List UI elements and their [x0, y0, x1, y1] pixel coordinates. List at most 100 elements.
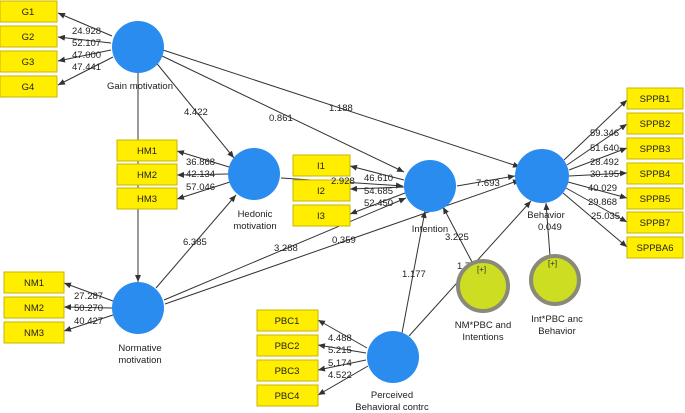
- construct-pbc[interactable]: [367, 331, 419, 383]
- coef-intpbc-behavior: 0.049: [538, 222, 562, 233]
- indicator-box-nm3[interactable]: [3, 321, 65, 344]
- path-coefficients: 4.422 0.861 1.188 2.928 6.385 3.288 0.35…: [183, 103, 562, 280]
- arrow-behavior-sppb4: [568, 170, 628, 177]
- label-pbc-line2: Behavioral contrc: [355, 402, 429, 413]
- indicator-box-nm1[interactable]: [3, 271, 65, 294]
- loading-nm3: 40.427: [74, 316, 103, 327]
- indicator-box-hm3[interactable]: [116, 187, 178, 210]
- indicator-nm2: NM2: [24, 303, 44, 314]
- loading-pbc1: 4.488: [328, 333, 352, 344]
- indicator-box-sppb5[interactable]: [626, 187, 684, 210]
- loading-nm2: 50.270: [74, 303, 103, 314]
- indicator-sppb7: SPPB7: [640, 218, 671, 229]
- arrow-hedonic-hm2: [176, 171, 229, 178]
- indicator-box-g3[interactable]: [0, 50, 58, 73]
- path-gain-hedonic: [153, 59, 235, 159]
- construct-int-pbc-interaction[interactable]: [529, 254, 581, 306]
- indicator-box-pbc3[interactable]: [256, 359, 319, 382]
- indicator-box-pbc4[interactable]: [256, 384, 319, 407]
- path-pbc-intention: [401, 210, 427, 334]
- indicator-box-sppb2[interactable]: [626, 112, 684, 135]
- indicator-sppb1: SPPB1: [640, 94, 671, 105]
- construct-nm-pbc-interaction[interactable]: [456, 259, 510, 313]
- indicator-box-hm2[interactable]: [116, 163, 178, 186]
- indicator-names: G1 G2 G3 G4 HM1 HM2 HM3 I1 I2 I3 NM1 NM2…: [22, 7, 674, 402]
- coef-gain-hedonic: 4.422: [184, 107, 208, 118]
- indicator-box-pbc1[interactable]: [256, 309, 319, 332]
- constructs: [112, 21, 581, 383]
- indicator-g2: G2: [22, 32, 35, 43]
- arrow-pbc-pbc1: [317, 319, 368, 349]
- indicator-i3: I3: [317, 211, 325, 222]
- loading-g2: 52.107: [72, 38, 101, 49]
- construct-behavior[interactable]: [515, 149, 569, 203]
- indicator-box-i3[interactable]: [292, 204, 351, 227]
- path-nmpbc-intention: [442, 206, 473, 263]
- arrow-behavior-sppb3: [568, 147, 628, 171]
- indicator-box-sppb1[interactable]: [626, 87, 684, 110]
- label-normative-line2: motivation: [118, 355, 161, 366]
- arrow-normative-nm2: [63, 304, 113, 311]
- path-normative-behavior: [164, 179, 521, 305]
- arrow-gain-g1: [57, 12, 113, 37]
- arrow-behavior-sppba6: [562, 192, 628, 248]
- intpbc-expand-badge[interactable]: [+]: [548, 259, 557, 268]
- label-behavior: Behavior: [527, 210, 565, 221]
- loading-g4: 47.441: [72, 62, 101, 73]
- indicator-box-sppba6[interactable]: [626, 236, 684, 259]
- loading-hm1: 36.868: [186, 157, 215, 168]
- indicator-box-sppb4[interactable]: [626, 162, 684, 185]
- indicator-box-g1[interactable]: [0, 0, 58, 23]
- arrow-behavior-sppb1: [563, 99, 628, 161]
- construct-gain-motivation[interactable]: [112, 21, 164, 73]
- indicator-box-nm2[interactable]: [3, 296, 65, 319]
- loading-sppb1: 59.346: [590, 128, 619, 139]
- arrow-normative-nm3: [63, 314, 114, 332]
- indicator-hm2: HM2: [137, 170, 157, 181]
- construct-hedonic-motivation[interactable]: [228, 148, 280, 200]
- label-hedonic-line1: Hedonic: [238, 209, 273, 220]
- coef-gain-intention: 0.861: [269, 113, 293, 124]
- structural-paths: [135, 49, 551, 337]
- loading-pbc4: 4.522: [328, 370, 352, 381]
- nmpbc-expand-badge[interactable]: [+]: [477, 265, 486, 274]
- indicator-pbc1: PBC1: [275, 316, 300, 327]
- indicator-box-sppb7[interactable]: [626, 211, 684, 234]
- indicator-box-g4[interactable]: [0, 75, 58, 98]
- indicator-g4: G4: [22, 82, 35, 93]
- path-intention-behavior: [456, 174, 516, 187]
- construct-normative-motivation[interactable]: [112, 282, 164, 334]
- indicator-box-i2[interactable]: [292, 179, 351, 202]
- loading-sppba6: 25.035: [591, 211, 620, 222]
- indicator-pbc3: PBC3: [275, 366, 300, 377]
- label-nmpbc-line2: Intentions: [462, 332, 503, 343]
- indicator-box-g2[interactable]: [0, 25, 58, 48]
- indicator-box-i1[interactable]: [292, 154, 351, 177]
- coef-nmpbc-intention: 3.225: [445, 232, 469, 243]
- construct-intention[interactable]: [404, 160, 456, 212]
- coef-gain-behavior: 1.188: [329, 103, 353, 114]
- arrow-intention-i1: [349, 164, 405, 181]
- indicator-box-sppb3[interactable]: [626, 137, 684, 160]
- loading-g1: 24.928: [72, 26, 101, 37]
- indicator-sppb5: SPPB5: [640, 194, 671, 205]
- indicator-box-pbc2[interactable]: [256, 334, 319, 357]
- indicator-sppb4: SPPB4: [640, 169, 671, 180]
- indicator-pbc4: PBC4: [275, 391, 300, 402]
- loading-pbc2: 5.215: [328, 345, 352, 356]
- arrow-pbc-pbc4: [317, 365, 369, 396]
- label-intpbc-line1: Int*PBC anc: [531, 314, 583, 325]
- coef-normative-hedonic: 6.385: [183, 237, 207, 248]
- indicator-nm1: NM1: [24, 278, 44, 289]
- coef-intention-behavior: 7.693: [476, 178, 500, 189]
- indicator-sppb2: SPPB2: [640, 119, 671, 130]
- coef-hedonic-intention: 2.928: [331, 176, 355, 187]
- measurement-arrows: [57, 12, 628, 396]
- indicator-box-hm1[interactable]: [116, 139, 178, 162]
- path-gain-intention: [159, 54, 405, 173]
- arrow-gain-g4: [57, 56, 114, 86]
- arrow-behavior-sppb2: [566, 123, 628, 166]
- arrow-normative-nm1: [63, 282, 114, 302]
